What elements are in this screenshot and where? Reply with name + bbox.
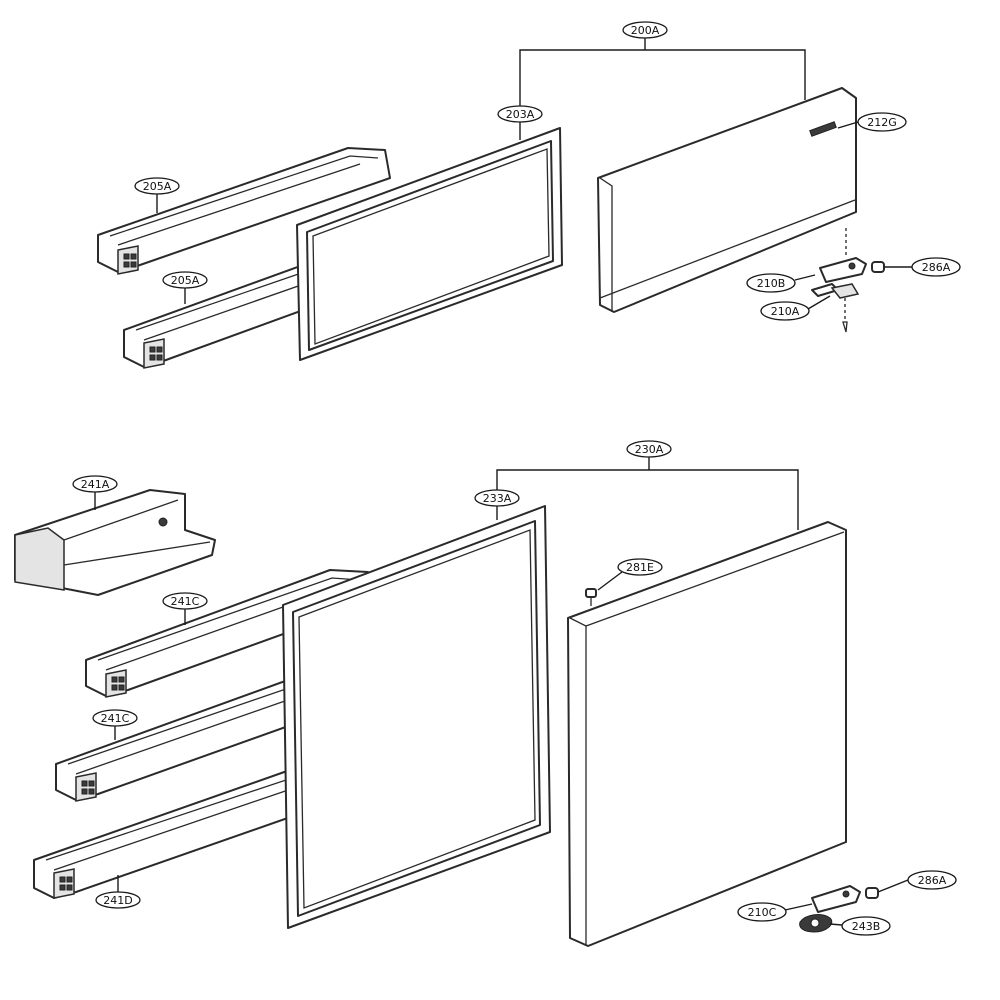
callout-210B: 210B <box>746 273 796 293</box>
callout-210C: 210C <box>737 902 787 922</box>
leader-200A <box>519 36 806 120</box>
svg-text:233A: 233A <box>483 492 512 505</box>
callout-205A-lower: 205A <box>162 271 208 289</box>
svg-text:205A: 205A <box>171 274 200 287</box>
callout-212G: 212G <box>857 112 907 132</box>
callout-210A: 210A <box>760 301 810 321</box>
svg-text:203A: 203A <box>506 108 535 121</box>
svg-text:286A: 286A <box>922 261 951 274</box>
svg-text:230A: 230A <box>635 443 664 456</box>
svg-text:241C: 241C <box>101 712 130 725</box>
svg-text:281E: 281E <box>626 561 654 574</box>
door-shelf-205A-upper[interactable] <box>97 147 391 275</box>
callout-241D: 241D <box>95 891 141 909</box>
svg-text:200A: 200A <box>631 24 660 37</box>
svg-text:212G: 212G <box>867 116 897 129</box>
callout-241A: 241A <box>72 475 118 493</box>
callout-243B: 243B <box>841 916 891 936</box>
freezer-door-200A[interactable] <box>597 87 857 313</box>
callout-241C-lower: 241C <box>92 709 138 727</box>
door-gasket-203A[interactable] <box>296 127 563 361</box>
door-cap-281E <box>585 588 597 606</box>
svg-text:241A: 241A <box>81 478 110 491</box>
callout-205A-upper: 205A <box>134 177 180 195</box>
svg-text:205A: 205A <box>143 180 172 193</box>
callout-281E: 281E <box>617 558 663 576</box>
svg-text:210B: 210B <box>757 277 786 290</box>
svg-text:210C: 210C <box>748 906 777 919</box>
callout-233A: 233A <box>474 489 520 507</box>
svg-text:243B: 243B <box>852 920 881 933</box>
door-shelf-241D[interactable] <box>33 769 323 899</box>
svg-text:210A: 210A <box>771 305 800 318</box>
handle-212G <box>809 121 837 137</box>
callout-230A: 230A <box>626 440 672 458</box>
hinge-parts-bottom <box>799 885 879 933</box>
callout-200A: 200A <box>622 21 668 39</box>
door-gasket-233A[interactable] <box>282 505 551 929</box>
refrigerator-door-230A[interactable] <box>567 521 847 947</box>
svg-text:241D: 241D <box>103 894 132 907</box>
callout-286A-top: 286A <box>911 257 961 277</box>
leader-230A <box>496 456 799 530</box>
callout-286A-bottom: 286A <box>907 870 957 890</box>
dairy-compartment-241A[interactable] <box>14 489 216 596</box>
callout-241C-upper: 241C <box>162 592 208 610</box>
callout-203A: 203A <box>497 105 543 123</box>
svg-text:241C: 241C <box>171 595 200 608</box>
hinge-parts-top <box>811 228 885 333</box>
svg-text:286A: 286A <box>918 874 947 887</box>
